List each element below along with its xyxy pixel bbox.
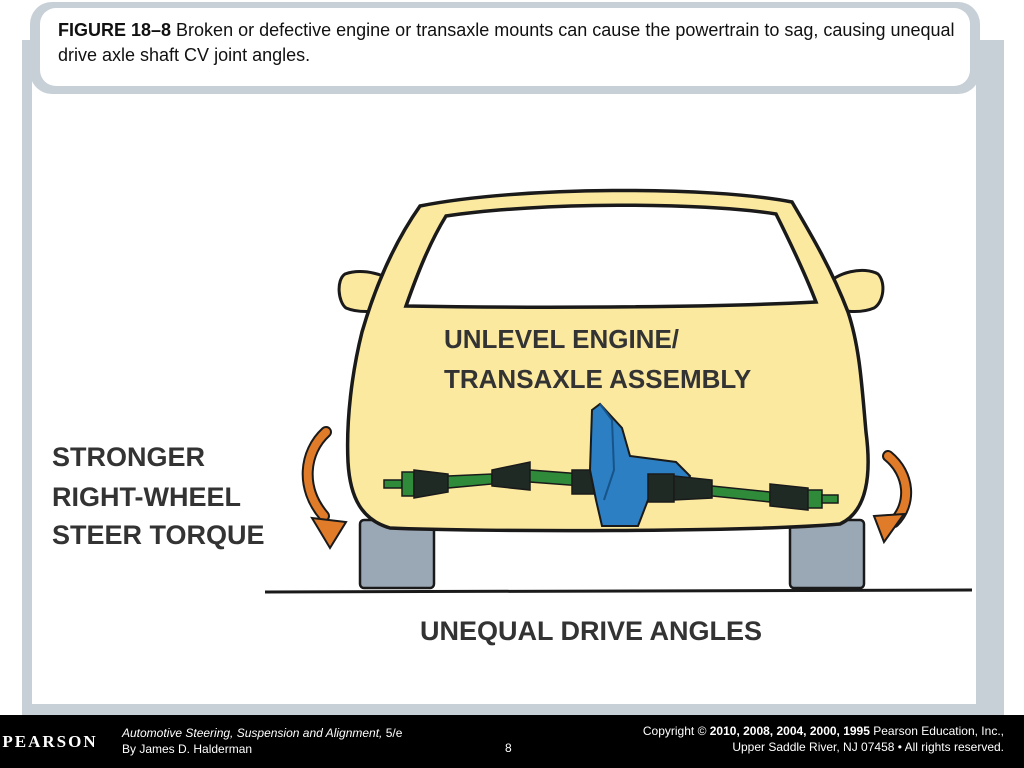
windshield <box>403 203 819 309</box>
left-drive-axle <box>383 461 595 499</box>
page-number: 8 <box>505 741 512 755</box>
label-torque-line3: STEER TORQUE <box>52 520 265 550</box>
right-torque-arrow-icon <box>872 450 912 545</box>
pearson-logo: PEARSON <box>0 715 100 768</box>
ground-line <box>264 588 973 594</box>
left-torque-arrow-icon <box>301 426 348 550</box>
label-unlevel-line2: TRANSAXLE ASSEMBLY <box>444 364 751 394</box>
figure-caption: FIGURE 18–8 Broken or defective engine o… <box>58 18 958 68</box>
book-author: By James D. Halderman <box>122 742 253 756</box>
label-torque-line2: RIGHT-WHEEL <box>52 482 241 512</box>
slide-footer: PEARSON Automotive Steering, Suspension … <box>0 715 1024 768</box>
label-unequal-angles: UNEQUAL DRIVE ANGLES <box>420 616 762 646</box>
label-torque-line1: STRONGER <box>52 442 205 472</box>
right-drive-axle <box>647 473 839 511</box>
book-info: Automotive Steering, Suspension and Alig… <box>122 725 402 757</box>
copyright: Copyright © 2010, 2008, 2004, 2000, 1995… <box>643 723 1004 755</box>
right-tire <box>788 518 866 590</box>
publisher-address: Upper Saddle River, NJ 07458 • All right… <box>732 740 1004 754</box>
book-edition: 5/e <box>382 726 403 740</box>
copyright-prefix: Copyright © <box>642 724 710 738</box>
caption-box <box>40 8 970 86</box>
label-unlevel-line1: UNLEVEL ENGINE/ <box>444 324 679 354</box>
caption-text: Broken or defective engine or transaxle … <box>58 20 955 65</box>
powertrain-diagram: UNLEVEL ENGINE/ TRANSAXLE ASSEMBLY STRON… <box>52 188 973 646</box>
publisher: Pearson Education, Inc., <box>869 724 1004 738</box>
figure-label: FIGURE 18–8 <box>58 20 172 40</box>
copyright-years: 2010, 2008, 2004, 2000, 1995 <box>709 724 870 738</box>
logo-text: PEARSON <box>2 731 98 751</box>
book-title: Automotive Steering, Suspension and Alig… <box>122 726 383 740</box>
